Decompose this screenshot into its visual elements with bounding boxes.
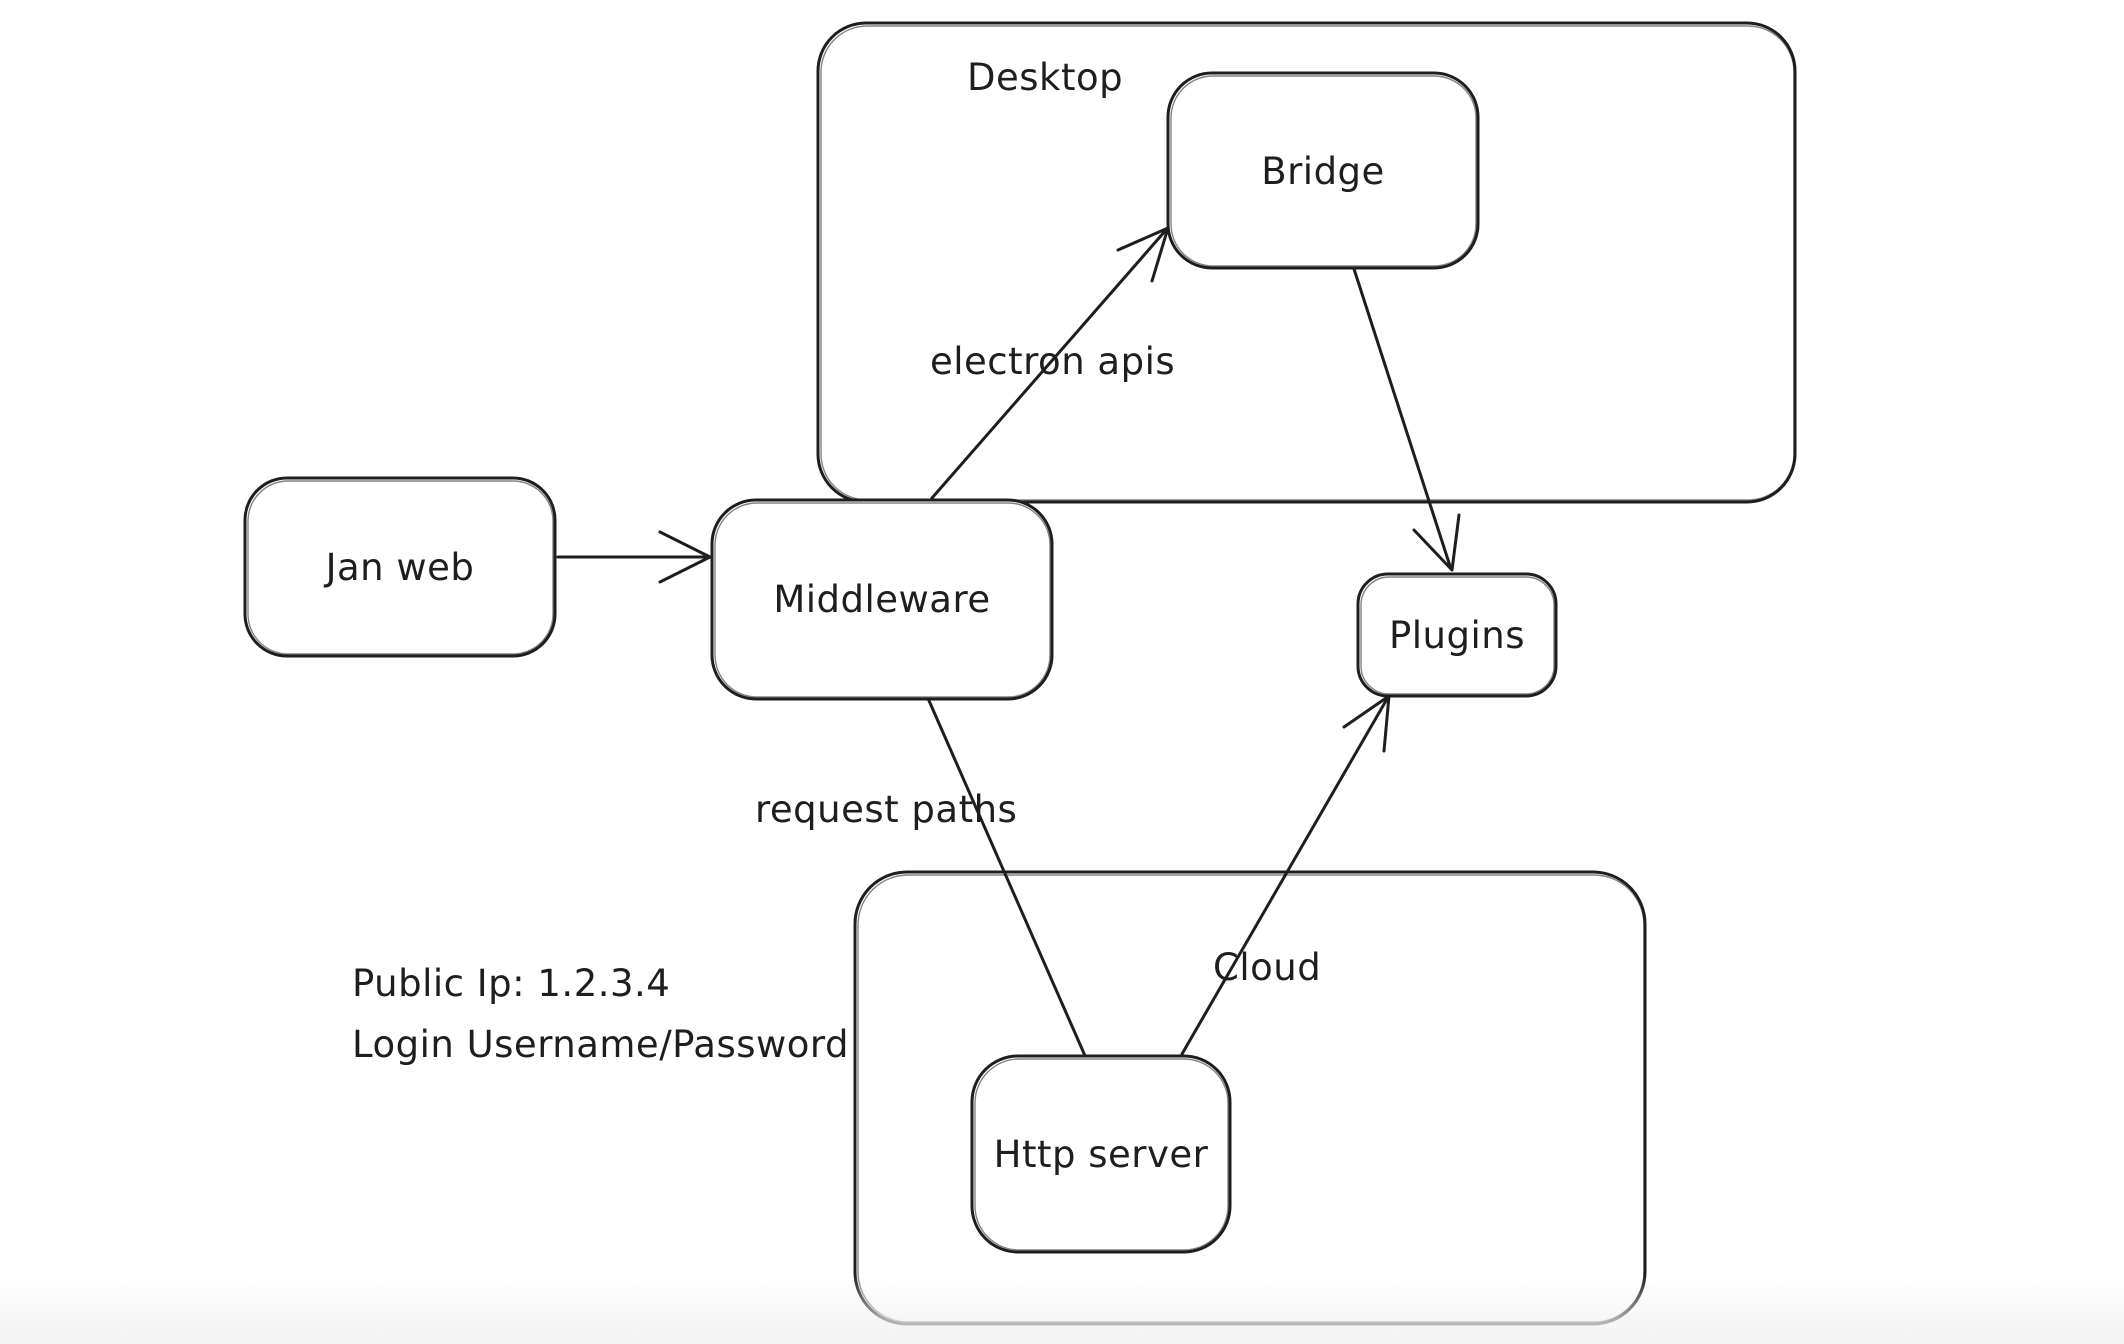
edge-jan-web-to-middleware[interactable] (556, 530, 712, 584)
middleware-box-sketch (714, 502, 1051, 698)
annotation-login-credentials[interactable]: Login Username/Password (352, 1023, 849, 1066)
annotations-layer: Public Ip: 1.2.3.4 Login Username/Passwo… (352, 962, 849, 1066)
desktop-container-box-sketch (820, 25, 1795, 501)
jan-web-box[interactable] (243, 476, 557, 658)
arrow-line[interactable] (1352, 267, 1452, 568)
http-server-box[interactable] (970, 1054, 1232, 1254)
edge-label-electron-apis[interactable]: electron apis (930, 340, 1175, 383)
line[interactable] (921, 685, 1088, 1060)
jan-web-label[interactable]: Jan web (324, 546, 475, 589)
desktop-container-label[interactable]: Desktop (967, 56, 1123, 99)
plugins-label[interactable]: Plugins (1389, 614, 1525, 657)
node-jan-web[interactable]: Jan web (243, 476, 557, 658)
node-http-server[interactable]: Http server (970, 1054, 1232, 1254)
plugins-box[interactable] (1356, 572, 1558, 698)
arrow-line[interactable] (930, 228, 1168, 500)
annotation-public-ip[interactable]: Public Ip: 1.2.3.4 (352, 962, 670, 1005)
bridge-box-sketch (1170, 75, 1477, 267)
node-middleware[interactable]: Middleware (710, 498, 1054, 701)
bridge-label[interactable]: Bridge (1261, 150, 1385, 193)
edge-label-request-paths[interactable]: request paths (755, 788, 1017, 831)
desktop-container-box[interactable] (816, 21, 1797, 504)
node-plugins[interactable]: Plugins (1356, 572, 1558, 698)
http-server-label[interactable]: Http server (994, 1133, 1209, 1176)
arrow-head[interactable] (1412, 513, 1461, 572)
middleware-box[interactable] (710, 498, 1054, 701)
http-server-box-sketch (974, 1058, 1229, 1251)
edge-labels-layer: electron apis request paths (755, 340, 1175, 831)
container-desktop[interactable]: Desktop (816, 21, 1797, 504)
middleware-label[interactable]: Middleware (773, 578, 990, 621)
edge-bridge-to-plugins[interactable] (1352, 267, 1461, 572)
plugins-box-sketch (1360, 576, 1555, 695)
bridge-box[interactable] (1166, 71, 1480, 270)
arrow-line[interactable] (1180, 697, 1389, 1056)
edge-middleware-to-http-server[interactable] (921, 685, 1088, 1060)
node-bridge[interactable]: Bridge (1166, 71, 1480, 270)
arrow-head[interactable] (658, 530, 712, 584)
jan-web-box-sketch (247, 480, 554, 655)
edges-layer (556, 226, 1461, 1060)
cloud-container-label[interactable]: Cloud (1213, 946, 1321, 989)
